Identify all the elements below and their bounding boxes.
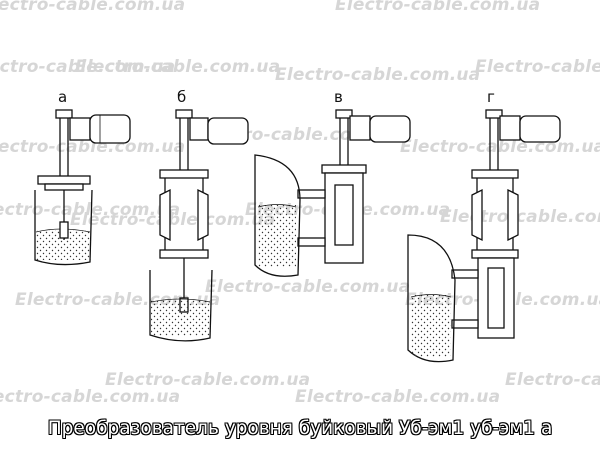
watermark-text: Electro-cable.com.ua bbox=[440, 207, 600, 227]
variant-a-assembly bbox=[34, 109, 131, 266]
watermark-text: Electro-cable.com.ua bbox=[205, 277, 410, 297]
watermark-text: Electro-cable.com.ua bbox=[0, 387, 180, 407]
watermark-text: Electro-cable.com.ua bbox=[0, 137, 185, 157]
watermark-text: Electro-cable.com.ua bbox=[275, 65, 480, 85]
panel-label-b: б bbox=[177, 88, 186, 106]
watermark-text: Electro-cable.com.ua bbox=[70, 210, 275, 230]
variant-v-assembly bbox=[254, 109, 411, 277]
watermark-text: Electro-cable.com.ua bbox=[505, 370, 600, 390]
watermark-text: Electro-cable.com.ua bbox=[0, 200, 180, 220]
variant-b-assembly bbox=[149, 109, 249, 342]
watermark-text: Electro-cable.com.ua bbox=[0, 0, 185, 15]
variant-g-assembly bbox=[407, 109, 561, 363]
watermark-text: Electro-cable.com.ua bbox=[105, 370, 310, 390]
panel-label-g: г bbox=[487, 88, 495, 106]
panel-label-a: а bbox=[58, 88, 67, 106]
watermark-text: Electro-cable.com.ua bbox=[0, 57, 175, 77]
watermark-text: Electro-cable.com.ua bbox=[335, 0, 540, 15]
watermark-text: Electro-cable.com.ua bbox=[75, 57, 280, 77]
watermark-text: Electro-cable.com.ua bbox=[475, 57, 600, 77]
panel-label-v: в bbox=[334, 88, 343, 106]
figure-caption: Преобразователь уровня буйковый Уб-эм1 у… bbox=[47, 418, 553, 439]
watermark-text: Electro-cable.com.ua bbox=[295, 387, 500, 407]
